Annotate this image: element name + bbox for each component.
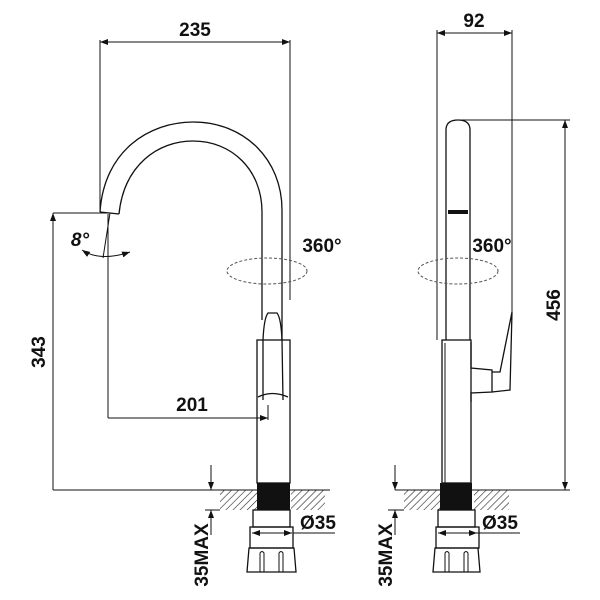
- reach-label: 201: [176, 395, 208, 416]
- deck-mount: Ø35: [220, 483, 336, 573]
- pull-out-spout: [445, 119, 471, 340]
- hole-label: Ø35: [300, 513, 336, 534]
- height-dimension: 456: [395, 119, 570, 491]
- height-label: 343: [29, 336, 50, 368]
- width-dimension: 235: [99, 20, 291, 300]
- reach-dimension: 201: [107, 214, 269, 421]
- deck-mount: Ø35: [404, 483, 520, 573]
- rotation-indicator: 360°: [417, 236, 512, 285]
- angle-indicator: 8°: [71, 212, 131, 259]
- front-view: 235 8° 360° 201: [29, 20, 342, 587]
- height-label: 456: [544, 289, 565, 321]
- deck-label: 35MAX: [192, 523, 213, 587]
- deck-thickness-dimension: 35MAX: [376, 465, 404, 587]
- spout: [99, 121, 283, 340]
- body: [256, 312, 291, 484]
- rotation-label: 360°: [302, 236, 341, 257]
- width-label: 92: [463, 11, 484, 32]
- deck-thickness-dimension: 35MAX: [192, 465, 220, 587]
- rotation-indicator: 360°: [226, 236, 342, 285]
- hole-label: Ø35: [482, 513, 518, 534]
- angle-label: 8°: [71, 230, 90, 251]
- body: [441, 311, 513, 484]
- side-view: 92 360° 456: [376, 11, 570, 587]
- width-label: 235: [179, 20, 211, 41]
- deck-label: 35MAX: [376, 523, 397, 587]
- width-dimension: 92: [436, 11, 513, 340]
- rotation-label: 360°: [472, 236, 511, 257]
- height-dimension: 343: [29, 212, 330, 491]
